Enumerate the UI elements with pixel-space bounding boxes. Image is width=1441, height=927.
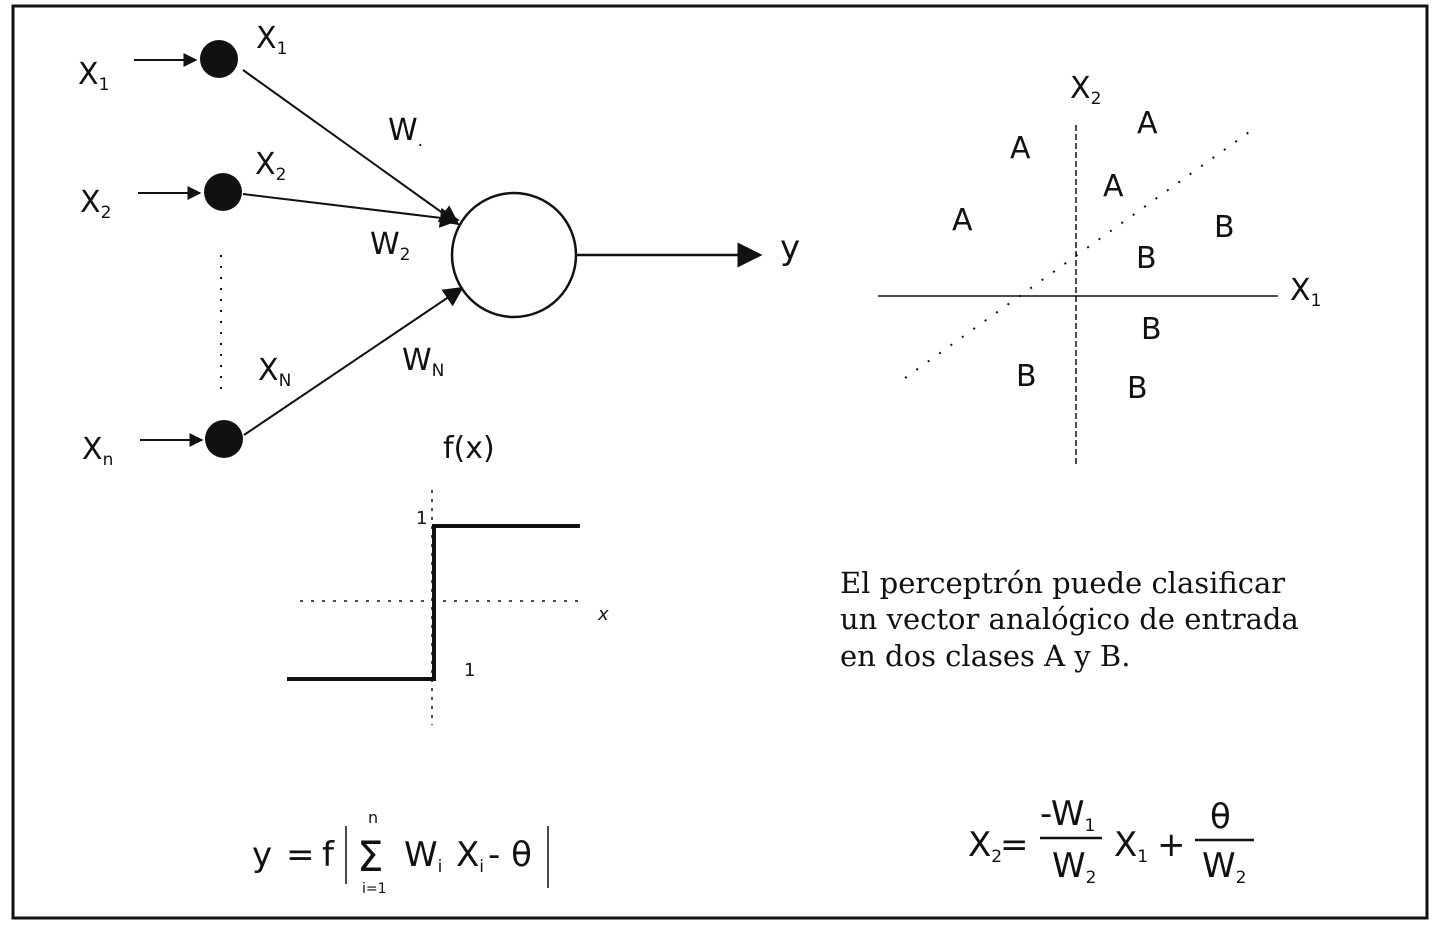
- input-label-2: X2: [80, 185, 111, 223]
- step-upper-tick: 1: [416, 508, 427, 529]
- step-function-title: f(x): [443, 431, 495, 466]
- node-label-1: X1: [256, 21, 287, 59]
- eq-plus: +: [1157, 825, 1186, 865]
- eq-boundary-equals: =: [1000, 825, 1029, 865]
- eq-minus-theta: - θ: [488, 835, 532, 875]
- neuron-circle: [450, 191, 578, 319]
- input-label-n: Xn: [82, 432, 113, 470]
- class-b-point: B: [1214, 210, 1235, 245]
- output-equation: y = f n Σ i=1 Wi Xi - θ: [252, 808, 549, 897]
- node-label-2: X2: [255, 147, 286, 185]
- step-curve: [287, 524, 580, 681]
- class-b-point: B: [1136, 241, 1157, 276]
- eq-f: f: [322, 835, 335, 875]
- network-diagram: X1 X2 Xn X1 X2 XN W. W2 WN y: [78, 21, 800, 470]
- step-function-plot: f(x) 1 1 x: [287, 431, 609, 725]
- step-lower-tick: 1: [464, 660, 475, 681]
- caption-line-3: en dos clases A y B.: [840, 639, 1130, 673]
- eq-numerator-2: θ: [1210, 797, 1231, 837]
- eq-input: Xi: [456, 835, 484, 877]
- decision-boundary: [904, 129, 1253, 379]
- eq-lhs: X2: [968, 825, 1002, 867]
- sigma-icon: Σ: [357, 832, 384, 881]
- class-a-point: A: [1137, 106, 1158, 141]
- input-node-n: [205, 420, 243, 458]
- x1-axis-label: X1: [1290, 273, 1321, 311]
- class-a-point: A: [952, 203, 973, 238]
- output-label: y: [780, 228, 800, 268]
- x2-axis-label: X2: [1070, 71, 1101, 109]
- weight-label-1: W.: [388, 113, 423, 151]
- eq-numerator-1: -W1: [1040, 794, 1095, 836]
- class-b-point: B: [1016, 359, 1037, 394]
- input-label-1: X1: [78, 57, 109, 95]
- eq-denominator-2: W2: [1202, 846, 1246, 888]
- class-a-point: A: [1103, 169, 1124, 204]
- class-b-point: B: [1141, 312, 1162, 347]
- node-label-n: XN: [258, 353, 291, 391]
- connection-n: [243, 286, 464, 436]
- weight-label-n: WN: [402, 343, 444, 381]
- eq-y: y: [252, 835, 272, 875]
- eq-upper-limit: n: [368, 808, 378, 827]
- class-b-point: B: [1127, 371, 1148, 406]
- step-axis-label: x: [597, 604, 609, 625]
- eq-boundary-x1: X1: [1114, 825, 1148, 867]
- caption: El perceptrón puede clasificar un vector…: [840, 566, 1299, 673]
- connection-2: [242, 193, 460, 228]
- boundary-equation: X2 = -W1 W2 X1 + θ W2: [968, 794, 1254, 888]
- weight-label-2: W2: [370, 227, 411, 265]
- eq-denominator-1: W2: [1052, 846, 1096, 888]
- decision-plane: X1 X2 A A A A B B B B B: [878, 71, 1321, 465]
- connection-1: [242, 69, 460, 226]
- figure-frame: [11, 4, 1429, 920]
- eq-weight: Wi: [404, 835, 442, 877]
- eq-equals: =: [286, 835, 315, 875]
- class-a-point: A: [1010, 131, 1031, 166]
- input-node-2: [204, 173, 242, 211]
- caption-line-1: El perceptrón puede clasificar: [840, 566, 1285, 600]
- caption-line-2: un vector analógico de entrada: [840, 602, 1299, 636]
- eq-lower-limit: i=1: [362, 881, 387, 897]
- input-node-1: [200, 40, 238, 78]
